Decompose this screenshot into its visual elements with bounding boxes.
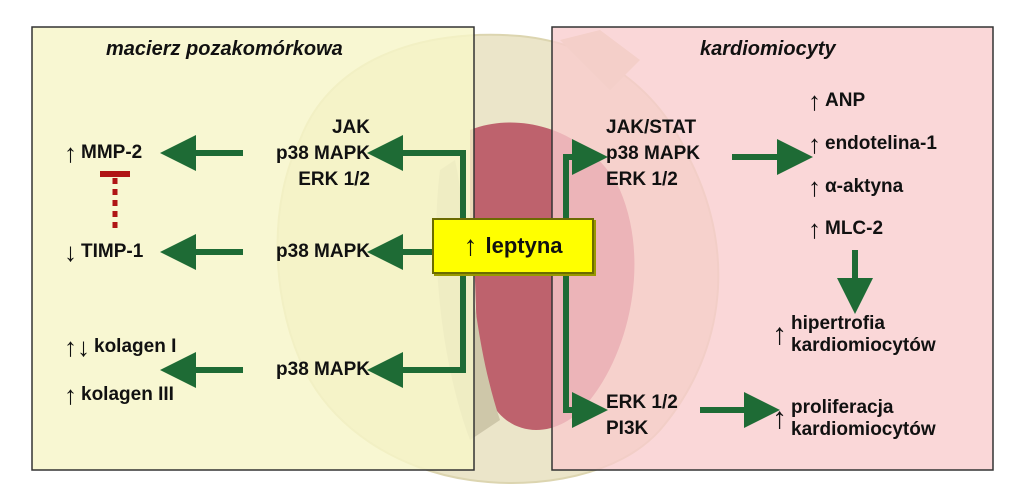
- right-pathway-erk-lower: ERK 1/2: [606, 392, 678, 413]
- marker-mlc2: ↑MLC-2: [808, 214, 884, 244]
- marker-label: α-aktyna: [825, 176, 904, 197]
- connector-right-upper: [563, 139, 608, 218]
- kolagen3-item: ↑kolagen III: [64, 380, 174, 410]
- down-arrow-icon: ↓: [64, 237, 77, 267]
- marker-label: MLC-2: [825, 218, 884, 239]
- leptin-label: leptyna: [485, 233, 563, 258]
- hypertrophy-line1: hipertrofia: [791, 313, 885, 334]
- up-arrow-icon: ↑: [64, 138, 77, 168]
- hypertrophy-outcome: ↑ hipertrofia kardiomiocytów: [772, 313, 936, 357]
- marker-aktyna: ↑α-aktyna: [808, 172, 904, 202]
- up-arrow-icon: ↑: [463, 230, 478, 261]
- left-pathway-p38: p38 MAPK: [276, 143, 370, 164]
- marker-anp: ↑ANP: [808, 86, 866, 116]
- marker-endotelina: ↑endotelina-1: [808, 129, 937, 159]
- up-arrow-icon: ↑: [808, 172, 821, 202]
- connector-left-upper: [367, 135, 466, 218]
- mmp2-label: MMP-2: [81, 142, 143, 163]
- left-pathway-p38-kolagen: p38 MAPK: [276, 359, 370, 380]
- right-pathway-erk: ERK 1/2: [606, 169, 678, 190]
- proliferation-line2: kardiomiocytów: [791, 419, 936, 440]
- up-arrow-icon: ↑: [808, 214, 821, 244]
- right-pathway-pi3k: PI3K: [606, 418, 649, 439]
- up-arrow-icon: ↑: [808, 129, 821, 159]
- connector-right-lower: [563, 274, 608, 428]
- timp1-item: ↓TIMP-1: [64, 237, 144, 267]
- right-pathway-p38: p38 MAPK: [606, 143, 700, 164]
- marker-label: ANP: [825, 90, 866, 111]
- kolagen1-label: kolagen I: [94, 336, 177, 357]
- left-pathway-jak: JAK: [331, 117, 370, 138]
- up-arrow-icon: ↑: [64, 380, 77, 410]
- left-pathway-p38-timp: p38 MAPK: [276, 241, 370, 262]
- connector-left-lower: [367, 274, 466, 388]
- timp1-label: TIMP-1: [81, 241, 144, 262]
- kolagen3-label: kolagen III: [81, 384, 174, 405]
- left-panel-title: macierz pozakomórkowa: [106, 38, 343, 60]
- right-panel-title: kardiomiocyty: [700, 38, 836, 60]
- right-pathway-jakstat: JAK/STAT: [606, 117, 697, 138]
- marker-label: endotelina-1: [825, 133, 937, 154]
- leptin-box: ↑ leptyna: [432, 218, 594, 274]
- mmp2-item: ↑MMP-2: [64, 138, 143, 168]
- proliferation-line1: proliferacja: [791, 397, 894, 418]
- kolagen1-item: ↑↓kolagen I: [64, 332, 177, 362]
- left-pathway-erk: ERK 1/2: [298, 169, 370, 190]
- up-arrow-icon: ↑: [772, 318, 787, 351]
- up-down-arrow-icon: ↑↓: [64, 332, 90, 362]
- hypertrophy-line2: kardiomiocytów: [791, 335, 936, 356]
- up-arrow-icon: ↑: [808, 86, 821, 116]
- proliferation-outcome: ↑ proliferacja kardiomiocytów: [772, 397, 936, 441]
- inhibition-link: [100, 171, 130, 230]
- up-arrow-icon: ↑: [772, 402, 787, 435]
